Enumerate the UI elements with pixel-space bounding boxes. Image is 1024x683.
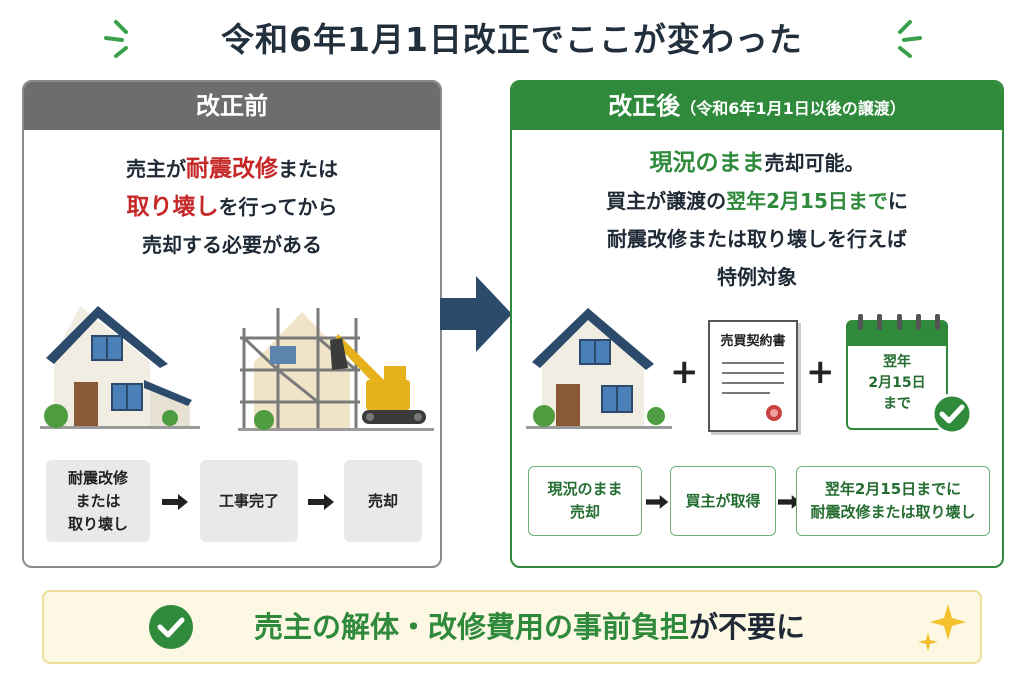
calendar-text: 2月15日 xyxy=(868,375,926,391)
calendar-icon: 翌年 2月15日 まで xyxy=(846,314,948,430)
calendar-text: まで xyxy=(883,396,911,412)
flow-step-retrofit-deadline: 翌年2月15日までに 耐震改修または取り壊し xyxy=(796,466,990,536)
page-title: 令和6年1月1日改正でここが変わった xyxy=(221,20,803,59)
arrow-right-icon xyxy=(778,495,801,509)
before-panel: 改正前 売主が耐震改修または 取り壊しを行ってから 売却する必要がある xyxy=(22,80,442,568)
before-header: 改正前 xyxy=(24,82,440,130)
plus-sign: + xyxy=(806,352,835,392)
contract-document-icon: 売買契約書 xyxy=(708,320,798,432)
sparkle-icon xyxy=(898,20,922,58)
after-panel: 改正後（令和6年1月1日以後の譲渡） 現況のまま売却可能。 買主が譲渡の翌年2月… xyxy=(510,80,1004,568)
benefit-text: 売主の解体・改修費用の事前負担が不要に xyxy=(254,610,806,644)
house-icon xyxy=(526,308,672,429)
demolition-icon xyxy=(238,308,434,431)
flow-step-retrofit: 耐震改修 または 取り壊し xyxy=(46,460,150,542)
flow-step-sale: 売却 xyxy=(344,460,422,542)
after-lead: 現況のまま売却可能。 買主が譲渡の翌年2月15日までに 耐震改修または取り壊しを… xyxy=(606,150,908,289)
contract-document-title: 売買契約書 xyxy=(720,334,786,349)
check-icon xyxy=(931,393,973,435)
plus-sign: + xyxy=(670,352,699,392)
flow-step-buyer-acquires: 買主が取得 xyxy=(670,466,776,536)
sparkle-icon xyxy=(104,20,128,58)
arrow-right-icon xyxy=(308,494,334,510)
benefit-banner: 売主の解体・改修費用の事前負担が不要に xyxy=(42,590,982,664)
arrow-right-icon xyxy=(162,494,188,510)
arrow-right-icon xyxy=(440,276,512,352)
before-lead: 売主が耐震改修または 取り壊しを行ってから 売却する必要がある xyxy=(126,156,338,257)
flow-step-sell-as-is: 現況のまま 売却 xyxy=(528,466,642,536)
house-icon xyxy=(40,306,200,429)
flow-step-construction-complete: 工事完了 xyxy=(200,460,298,542)
check-icon xyxy=(149,605,193,649)
arrow-right-icon xyxy=(646,495,669,509)
calendar-text: 翌年 xyxy=(883,354,911,370)
sparkle-icon xyxy=(918,604,966,652)
after-header: 改正後（令和6年1月1日以後の譲渡） xyxy=(512,82,1002,130)
